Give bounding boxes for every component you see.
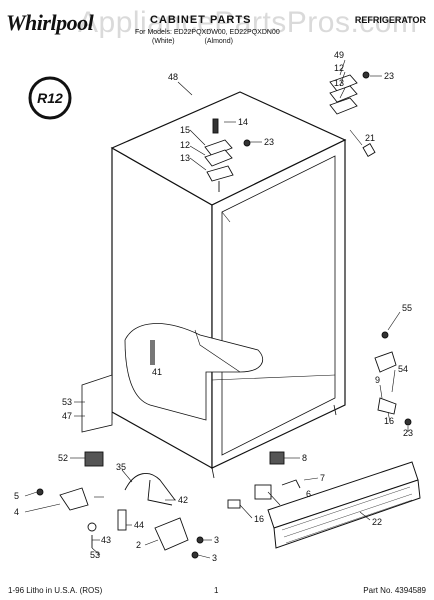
footer-litho: 1-96 Litho in U.S.A. (ROS): [8, 586, 103, 595]
upper-hinge-center: [204, 118, 251, 192]
r12-badge: R12: [28, 76, 72, 120]
callout: 7: [320, 473, 325, 483]
callout: 22: [372, 517, 382, 527]
callout: 15: [180, 125, 190, 135]
callout: 5: [14, 491, 19, 501]
callout: 2: [136, 540, 141, 550]
lower-parts: [36, 451, 301, 559]
callout: 53: [90, 550, 100, 560]
callout-labels: 48 49 12 13 23 14 15 12 23 13 21 55 41 9…: [14, 50, 413, 563]
watermark: AppliancePartsPros.com: [78, 6, 418, 39]
callout: 43: [101, 535, 111, 545]
callout: 13: [180, 153, 190, 163]
callout: 9: [375, 375, 380, 385]
r12-badge-text: R12: [37, 90, 63, 106]
callout: 55: [402, 303, 412, 313]
callout: 4: [14, 507, 19, 517]
page-title: CABINET PARTS: [150, 14, 252, 26]
leader-lines: [24, 59, 409, 559]
callout: 52: [58, 453, 68, 463]
callout: 8: [302, 453, 307, 463]
callout: 23: [264, 137, 274, 147]
callout: 49: [334, 50, 344, 60]
callout: 14: [238, 117, 248, 127]
callout: 23: [384, 71, 394, 81]
toe-grille: [267, 461, 421, 549]
brand-logo: Whirlpool: [6, 10, 94, 35]
footer-part-number: Part No. 4394589: [363, 586, 426, 595]
variant-almond: (Almond): [204, 38, 233, 45]
callout: 41: [152, 367, 162, 377]
callout: 16: [384, 416, 394, 426]
callout: 48: [168, 72, 178, 82]
callout: 54: [398, 364, 408, 374]
callout: 12: [180, 140, 190, 150]
callout: 6: [306, 489, 311, 499]
callout: 21: [365, 133, 375, 143]
callout: 3: [212, 553, 217, 563]
callout: 23: [403, 428, 413, 438]
callout: 3: [214, 535, 219, 545]
model-list: For Models: ED22PQXDW00, ED22PQXDN00: [135, 29, 280, 36]
callout: 16: [254, 514, 264, 524]
variant-white: (White): [152, 38, 175, 45]
lower-hinge-right: [374, 331, 412, 426]
callout: 42: [178, 495, 188, 505]
category-label: REFRIGERATOR: [354, 15, 426, 25]
callout: 35: [116, 462, 126, 472]
footer-page-number: 1: [214, 586, 219, 595]
callout: 44: [134, 520, 144, 530]
callout: 13: [334, 78, 344, 88]
callout: 12: [334, 63, 344, 73]
upper-hinge-right: [329, 71, 376, 157]
callout: 53: [62, 397, 72, 407]
model-variants: (White) (Almond): [152, 38, 261, 45]
callout: 47: [62, 411, 72, 421]
